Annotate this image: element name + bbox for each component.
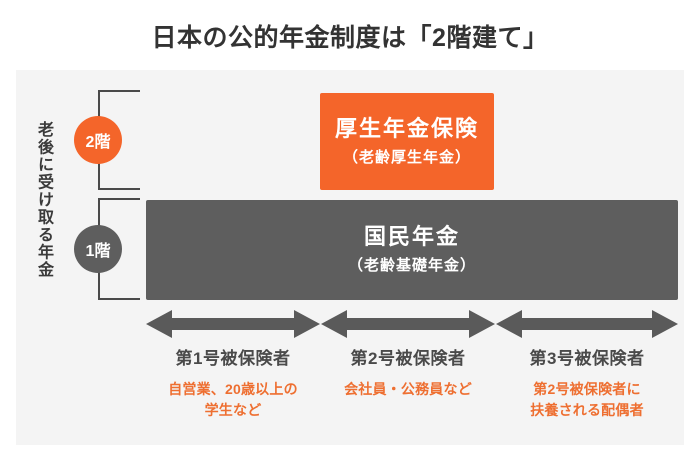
category-column-3: 第3号被保険者 第2号被保険者に 扶養される配偶者 bbox=[496, 347, 678, 421]
category-desc-1-line1: 自営業、20歳以上の bbox=[168, 381, 298, 397]
double-headed-arrow-3 bbox=[496, 309, 678, 339]
double-headed-arrow-2 bbox=[321, 309, 495, 339]
tier1-subtitle: （老齢基礎年金） bbox=[347, 257, 476, 274]
category-desc-3-line2: 扶養される配偶者 bbox=[530, 402, 644, 418]
category-desc-3: 第2号被保険者に 扶養される配偶者 bbox=[496, 379, 678, 421]
category-title-2: 第2号被保険者 bbox=[350, 349, 466, 368]
double-headed-arrow-1 bbox=[146, 309, 320, 339]
category-column-2: 第2号被保険者 会社員・公務員など bbox=[321, 347, 495, 400]
tier2-box: 厚生年金保険 （老齢厚生年金） bbox=[320, 93, 494, 190]
tier2-subtitle: （老齢厚生年金） bbox=[342, 148, 471, 166]
category-desc-1: 自営業、20歳以上の 学生など bbox=[146, 379, 320, 421]
category-title-1: 第1号被保険者 bbox=[175, 349, 291, 368]
tier1-box: 国民年金 （老齢基礎年金） bbox=[146, 200, 678, 300]
tier-badge-2: 2階 bbox=[74, 116, 122, 164]
tier1-title: 国民年金 bbox=[363, 224, 460, 249]
page-title: 日本の公的年金制度は「2階建て」 bbox=[151, 24, 549, 52]
category-column-1: 第1号被保険者 自営業、20歳以上の 学生など bbox=[146, 347, 320, 421]
category-desc-3-line1: 第2号被保険者に bbox=[533, 381, 641, 397]
category-desc-1-line2: 学生など bbox=[204, 402, 262, 418]
vertical-axis-label: 老後に受け取る年金 bbox=[35, 120, 52, 279]
category-desc-2: 会社員・公務員など bbox=[321, 379, 495, 400]
tier2-title: 厚生年金保険 bbox=[334, 115, 479, 141]
tier-badge-1: 1階 bbox=[74, 225, 122, 273]
category-title-3: 第3号被保険者 bbox=[529, 349, 645, 368]
category-desc-2-line1: 会社員・公務員など bbox=[344, 381, 472, 397]
